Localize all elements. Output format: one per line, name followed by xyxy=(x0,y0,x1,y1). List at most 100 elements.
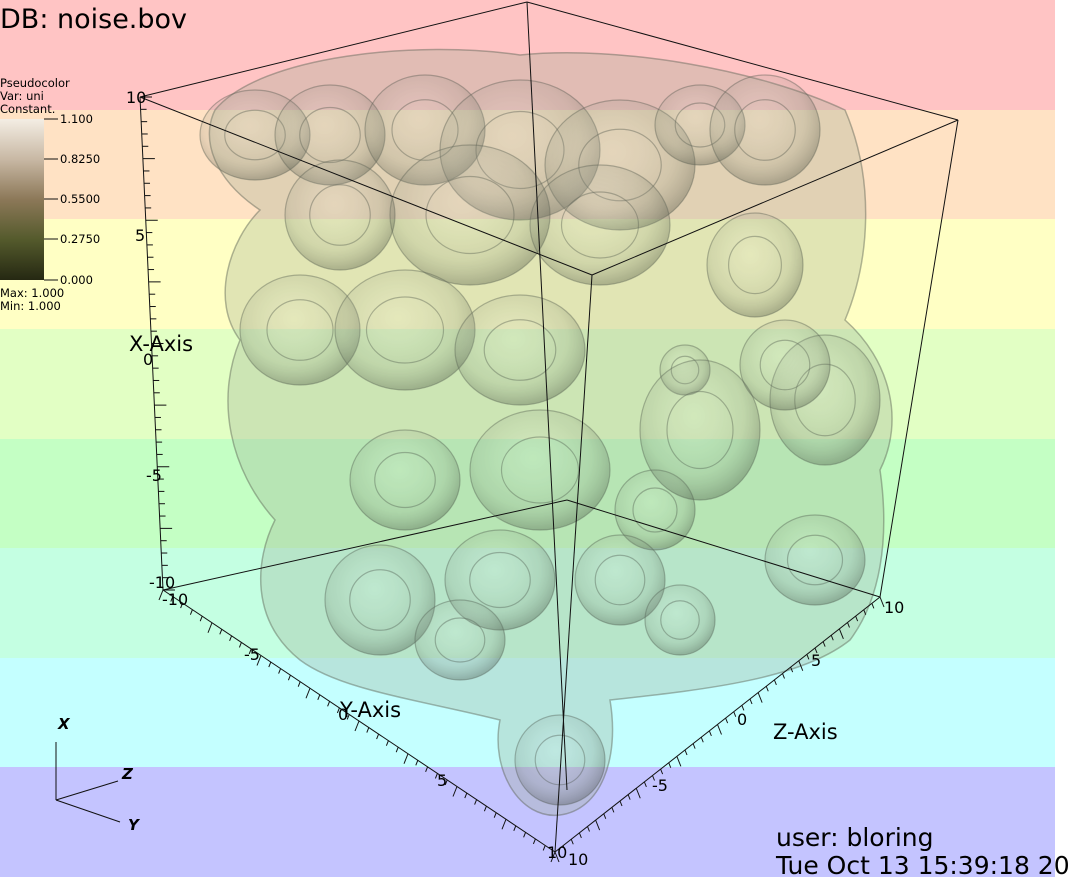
axis-tick-mark xyxy=(170,596,174,602)
axis-tick-mark xyxy=(635,788,641,799)
axis-tick-mark xyxy=(238,642,242,648)
axis-tick-mark xyxy=(336,707,340,714)
z-tick-label: 10 xyxy=(568,850,589,869)
isosurface-blob xyxy=(644,584,716,656)
isosurface-contour xyxy=(425,175,515,255)
legend-plot-type: Pseudocolor xyxy=(0,76,70,90)
axis-tick-mark xyxy=(627,794,631,800)
axis-tick-mark xyxy=(366,727,370,733)
axis-tick-mark xyxy=(403,753,409,764)
axis-tick-mark xyxy=(550,851,556,863)
axis-tick-mark xyxy=(822,641,826,647)
isosurface-blob xyxy=(349,429,461,531)
legend-min: Min: 1.000 xyxy=(0,299,61,313)
axis-tick-mark xyxy=(611,807,615,813)
axis-tick-mark xyxy=(268,661,272,668)
axis-tick-mark xyxy=(570,839,574,845)
axis-tick-mark xyxy=(513,825,517,831)
axis-tick-mark xyxy=(855,615,859,622)
isosurface-contour xyxy=(349,569,411,631)
axis-tick-mark xyxy=(773,679,777,686)
axis-tick-mark xyxy=(692,743,696,749)
x-tick-label: 5 xyxy=(135,226,146,245)
isosurface-contour xyxy=(266,299,334,361)
isosurface-blob xyxy=(706,212,804,318)
y-axis-title: Y-Axis xyxy=(340,698,402,722)
axis-tick-mark xyxy=(464,792,468,799)
axis-tick-mark xyxy=(483,805,487,812)
axis-tick-mark xyxy=(708,730,712,737)
axis-tick-mark xyxy=(733,711,737,717)
axis-tick-mark xyxy=(554,851,560,863)
axis-tick-mark xyxy=(501,819,507,830)
axis-tick-mark xyxy=(643,781,647,788)
isosurface-blob xyxy=(764,514,866,606)
legend-constant: Constant. xyxy=(0,102,56,116)
isosurface-blob xyxy=(334,269,476,391)
axis-tick-mark xyxy=(668,762,672,768)
axis-tick-mark xyxy=(542,845,546,851)
axis-tick-mark xyxy=(346,714,350,720)
legend-tick-label: 0.8250 xyxy=(60,152,101,166)
axis-tick-mark xyxy=(603,813,607,819)
axis-tick-mark xyxy=(782,673,785,679)
legend-tick-label: 0.000 xyxy=(60,273,93,287)
axis-triad xyxy=(55,742,121,823)
axis-tick-mark xyxy=(725,717,729,724)
y-tick-label: -5 xyxy=(244,645,260,664)
y-tick-label: -10 xyxy=(162,590,189,609)
isosurface-contour xyxy=(534,734,586,786)
axis-tick-mark xyxy=(578,832,582,839)
axis-tick-mark xyxy=(587,826,590,832)
z-tick-label: 10 xyxy=(884,598,905,617)
x-tick-label: 0 xyxy=(143,350,154,369)
colorbar-ticks xyxy=(44,118,58,281)
axis-tick-mark xyxy=(847,622,850,628)
legend-variable: Var: uni xyxy=(0,89,44,103)
axis-tick-mark xyxy=(305,688,311,699)
axis-tick-mark xyxy=(219,629,223,635)
isosurface-contour xyxy=(632,487,678,533)
legend-tick-label: 0.5500 xyxy=(60,192,101,206)
axis-tick-mark xyxy=(806,654,810,660)
axis-tick-mark xyxy=(830,635,834,641)
legend-max: Max: 1.000 xyxy=(0,286,65,300)
isosurface-contour xyxy=(594,554,646,606)
isosurface-blob xyxy=(414,599,506,681)
isosurface-blob xyxy=(324,544,436,656)
isosurface-blob xyxy=(389,144,551,286)
isosurface-blob xyxy=(574,534,666,626)
axis-tick-mark xyxy=(444,779,448,786)
axis-tick-mark xyxy=(474,799,478,805)
axis-tick-mark xyxy=(327,701,331,707)
axis-tick-mark xyxy=(297,681,301,687)
axis-tick-mark xyxy=(790,666,794,673)
axis-tick-mark xyxy=(248,648,252,655)
isosurface-contour xyxy=(727,235,782,295)
z-tick-label: 0 xyxy=(737,710,748,729)
isosurface-blob xyxy=(514,714,606,806)
user-label: user: bloring xyxy=(776,823,934,852)
axis-tick-mark xyxy=(287,674,291,681)
isosurface-contour xyxy=(666,390,734,470)
legend-tick-label: 0.2750 xyxy=(60,232,101,246)
isosurface-volume xyxy=(199,48,893,816)
legend-range: Max: 1.000 Min: 1.000 xyxy=(0,287,64,313)
axis-tick-mark xyxy=(385,740,389,746)
colorbar xyxy=(0,119,44,280)
isosurface-contour xyxy=(734,99,796,161)
axis-tick-mark xyxy=(619,800,623,807)
isosurface-contour xyxy=(560,191,640,259)
isosurface-blob xyxy=(284,159,396,271)
isosurface-blob xyxy=(709,74,821,186)
isosurface-contour xyxy=(469,551,531,609)
isosurface-blob xyxy=(454,294,586,406)
legend-header: Pseudocolor Var: uni Constant. xyxy=(0,77,70,116)
axis-tick-mark xyxy=(158,589,164,601)
isosurface-contour xyxy=(483,319,557,381)
z-axis-title: Z-Axis xyxy=(773,720,838,744)
axis-tick-mark xyxy=(684,749,688,756)
axis-tick-mark xyxy=(523,832,527,838)
axis-tick-mark xyxy=(415,760,419,766)
